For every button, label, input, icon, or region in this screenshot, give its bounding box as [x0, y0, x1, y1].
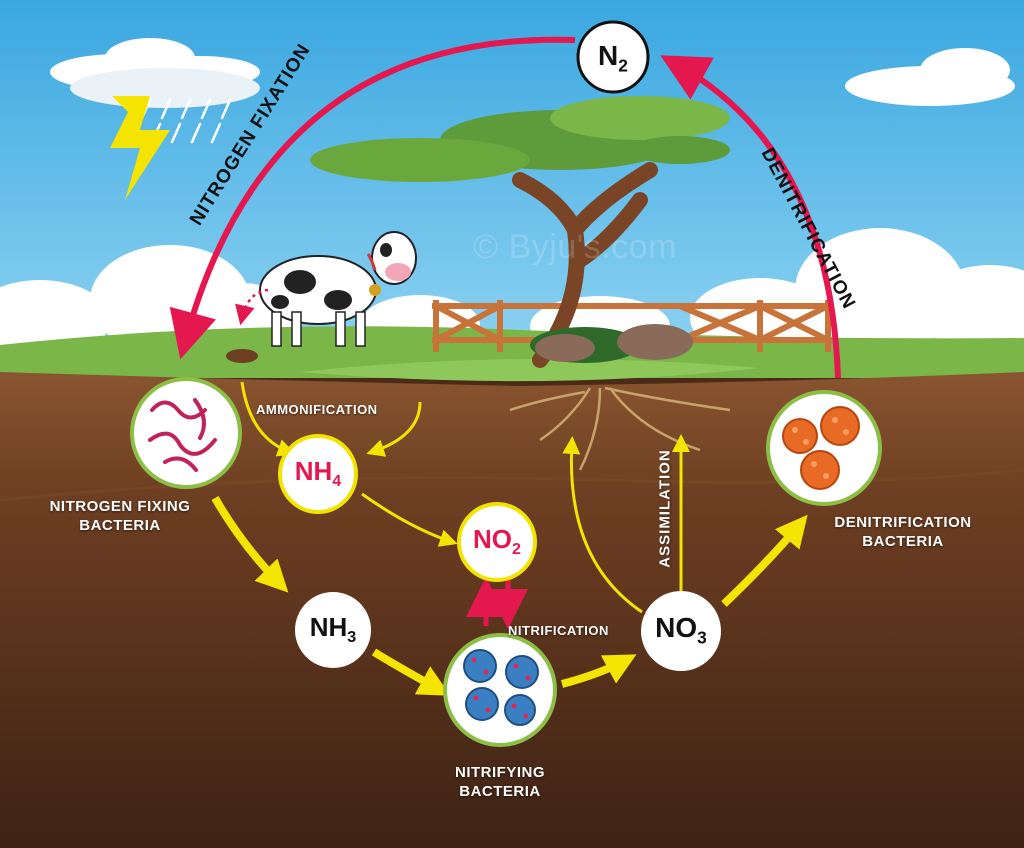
cow — [259, 231, 417, 347]
grass-highlight — [300, 358, 760, 382]
nh4-base: NH — [294, 456, 333, 486]
acacia-tree — [310, 96, 730, 368]
denitrification-line1: DENITRIFICATION — [834, 514, 972, 531]
denitrification-line2: BACTERIA — [862, 532, 944, 550]
no3-circle — [641, 591, 721, 671]
no2-base: NO — [473, 524, 513, 554]
lightning-bolt-icon — [110, 96, 170, 200]
no3-base: NO — [655, 612, 698, 643]
fixing-to-nh3-arrow — [211, 496, 289, 593]
cow-dung — [226, 349, 258, 363]
assimilation-arrow-curved — [562, 436, 643, 614]
nitrogen-fixing-line2: BACTERIA — [79, 516, 161, 534]
no2-label: NO2 — [459, 524, 535, 559]
nh4-label: NH4 — [280, 456, 356, 491]
nitrogen-fixing-bacteria-icon — [130, 377, 242, 489]
watermark: © Byju's.com — [473, 228, 677, 266]
ammonification-arrow-left — [240, 381, 296, 457]
nitrogen-fixing-bacteria-label: NITROGEN FIXING BACTERIA — [30, 498, 210, 536]
nh3-base: NH — [309, 612, 348, 642]
ammonification-arrow-right — [366, 401, 422, 457]
n2-circle — [576, 20, 650, 94]
nh4-to-no2-arrow — [361, 492, 458, 547]
no2-circle — [457, 502, 537, 582]
denitrification-bacteria-label: DENITRIFICATION BACTERIA — [808, 514, 998, 552]
nitrogen-fixing-line1: NITROGEN FIXING — [49, 498, 191, 515]
cow-dung-dotted-arrow — [235, 288, 269, 326]
no2-sub: 2 — [512, 540, 521, 559]
ammonification-label: AMMONIFICATION — [256, 402, 378, 417]
no3-to-denitrification-arrow — [721, 514, 808, 607]
denitrification-bacteria-icon — [766, 390, 882, 506]
no3-sub: 3 — [697, 627, 707, 648]
n2-label: N2 — [583, 40, 643, 77]
nitrogen-fixation-arrow — [169, 36, 576, 360]
nh3-circle — [295, 592, 371, 668]
nitrifying-bacteria-label: NITRIFYING BACTERIA — [420, 764, 580, 802]
nitrification-label: NITRIFICATION — [508, 623, 609, 638]
assimilation-label: ASSIMILATION — [656, 449, 674, 568]
no3-label: NO3 — [641, 612, 721, 649]
n2-base: N — [598, 40, 619, 71]
denitrification-arrow — [660, 55, 841, 379]
cloud-top-right — [845, 48, 1015, 106]
n2-sub: 2 — [618, 55, 628, 76]
nitrifying-bacteria-icon — [443, 633, 557, 747]
nitrifying-line1: NITRIFYING — [455, 764, 545, 781]
nitrifying-to-no3-arrow — [560, 654, 637, 688]
nh4-circle — [278, 434, 358, 514]
nh3-to-nitrifying-arrow — [371, 648, 451, 696]
nh3-label: NH3 — [295, 612, 371, 647]
nh4-sub: 4 — [332, 472, 342, 491]
nitrifying-line2: BACTERIA — [459, 782, 541, 800]
nh3-sub: 3 — [347, 628, 357, 647]
